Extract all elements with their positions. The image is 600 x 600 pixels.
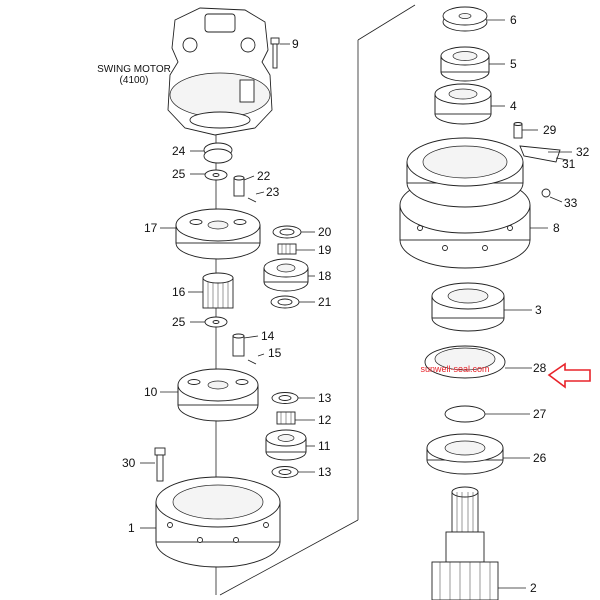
planet-carrier-17-part	[160, 208, 261, 260]
part-label-5: 5	[510, 57, 517, 71]
swing-motor-caption: SWING MOTOR	[97, 64, 171, 75]
oil-seal-28-part	[424, 345, 532, 379]
pin-15-part	[247, 353, 265, 365]
washer-25-bottom-part	[190, 316, 228, 328]
part-label-27: 27	[533, 407, 547, 421]
part-label-22: 22	[257, 169, 271, 183]
bolt-30-part	[140, 447, 166, 482]
bolt-9-part	[270, 37, 290, 69]
highlight-arrow-icon	[547, 362, 591, 389]
spacer-5-part	[440, 46, 505, 82]
pin-23-part	[247, 191, 265, 203]
bearing-4-part	[434, 83, 505, 125]
housing-8-part	[399, 137, 548, 269]
washer-13-top-part	[271, 392, 315, 404]
part-label-6: 6	[510, 13, 517, 27]
part-label-8: 8	[553, 221, 560, 235]
part-label-33: 33	[564, 196, 578, 210]
needle-bearing-19-part	[277, 243, 315, 255]
part-label-11: 11	[318, 439, 331, 453]
o-ring-27-part	[444, 405, 530, 423]
part-label-13-top: 13	[318, 391, 332, 405]
part-label-9: 9	[292, 37, 299, 51]
part-label-13-bottom: 13	[318, 465, 332, 479]
part-label-15: 15	[268, 346, 282, 360]
part-label-3: 3	[535, 303, 542, 317]
part-label-28: 28	[533, 361, 547, 375]
watermark-text: sunwell-seal.com	[420, 364, 489, 374]
bearing-3-part	[431, 282, 532, 332]
plate-6-part	[442, 6, 505, 32]
part-label-19: 19	[318, 243, 332, 257]
part-label-12: 12	[318, 413, 332, 427]
planet-gear-11-part	[265, 429, 315, 461]
planet-gear-18-part	[263, 258, 315, 292]
part-label-21: 21	[318, 295, 332, 309]
part-label-16: 16	[172, 285, 186, 299]
washer-21-part	[270, 295, 315, 309]
bolt-33-part	[541, 188, 563, 203]
washer-20-part	[272, 225, 315, 239]
part-label-29: 29	[543, 123, 557, 137]
pin-14-part	[232, 333, 259, 357]
part-label-10: 10	[144, 385, 158, 399]
clip-31-32-part	[519, 145, 572, 163]
part-label-31: 31	[562, 157, 576, 171]
part-label-4: 4	[510, 99, 517, 113]
part-label-2: 2	[530, 581, 537, 595]
part-label-26: 26	[533, 451, 547, 465]
pin-29-part	[513, 122, 538, 139]
part-label-17: 17	[144, 221, 158, 235]
washer-13-bottom-part	[271, 466, 315, 478]
part-label-18: 18	[318, 269, 332, 283]
ring-gear-1-part	[140, 476, 281, 568]
seal-cover-26-part	[426, 433, 530, 475]
pin-22-part	[233, 175, 255, 197]
part-label-14: 14	[261, 329, 275, 343]
part-label-1: 1	[128, 521, 135, 535]
part-label-24: 24	[172, 144, 186, 158]
gear-24-part	[190, 142, 233, 164]
part-label-20: 20	[318, 225, 332, 239]
pinion-shaft-2-part	[431, 486, 526, 600]
planet-carrier-10-part	[160, 368, 259, 422]
sun-gear-16-part	[188, 272, 234, 309]
needle-bearing-12-part	[276, 411, 315, 425]
part-label-30: 30	[122, 456, 136, 470]
part-label-32: 32	[576, 145, 590, 159]
part-label-23: 23	[266, 185, 280, 199]
part-label-25-bottom: 25	[172, 315, 186, 329]
part-label-25-top: 25	[172, 167, 186, 181]
swing-motor-caption-code: (4100)	[120, 75, 149, 86]
washer-25-top-part	[190, 169, 228, 181]
swing-motor-part	[167, 7, 273, 136]
